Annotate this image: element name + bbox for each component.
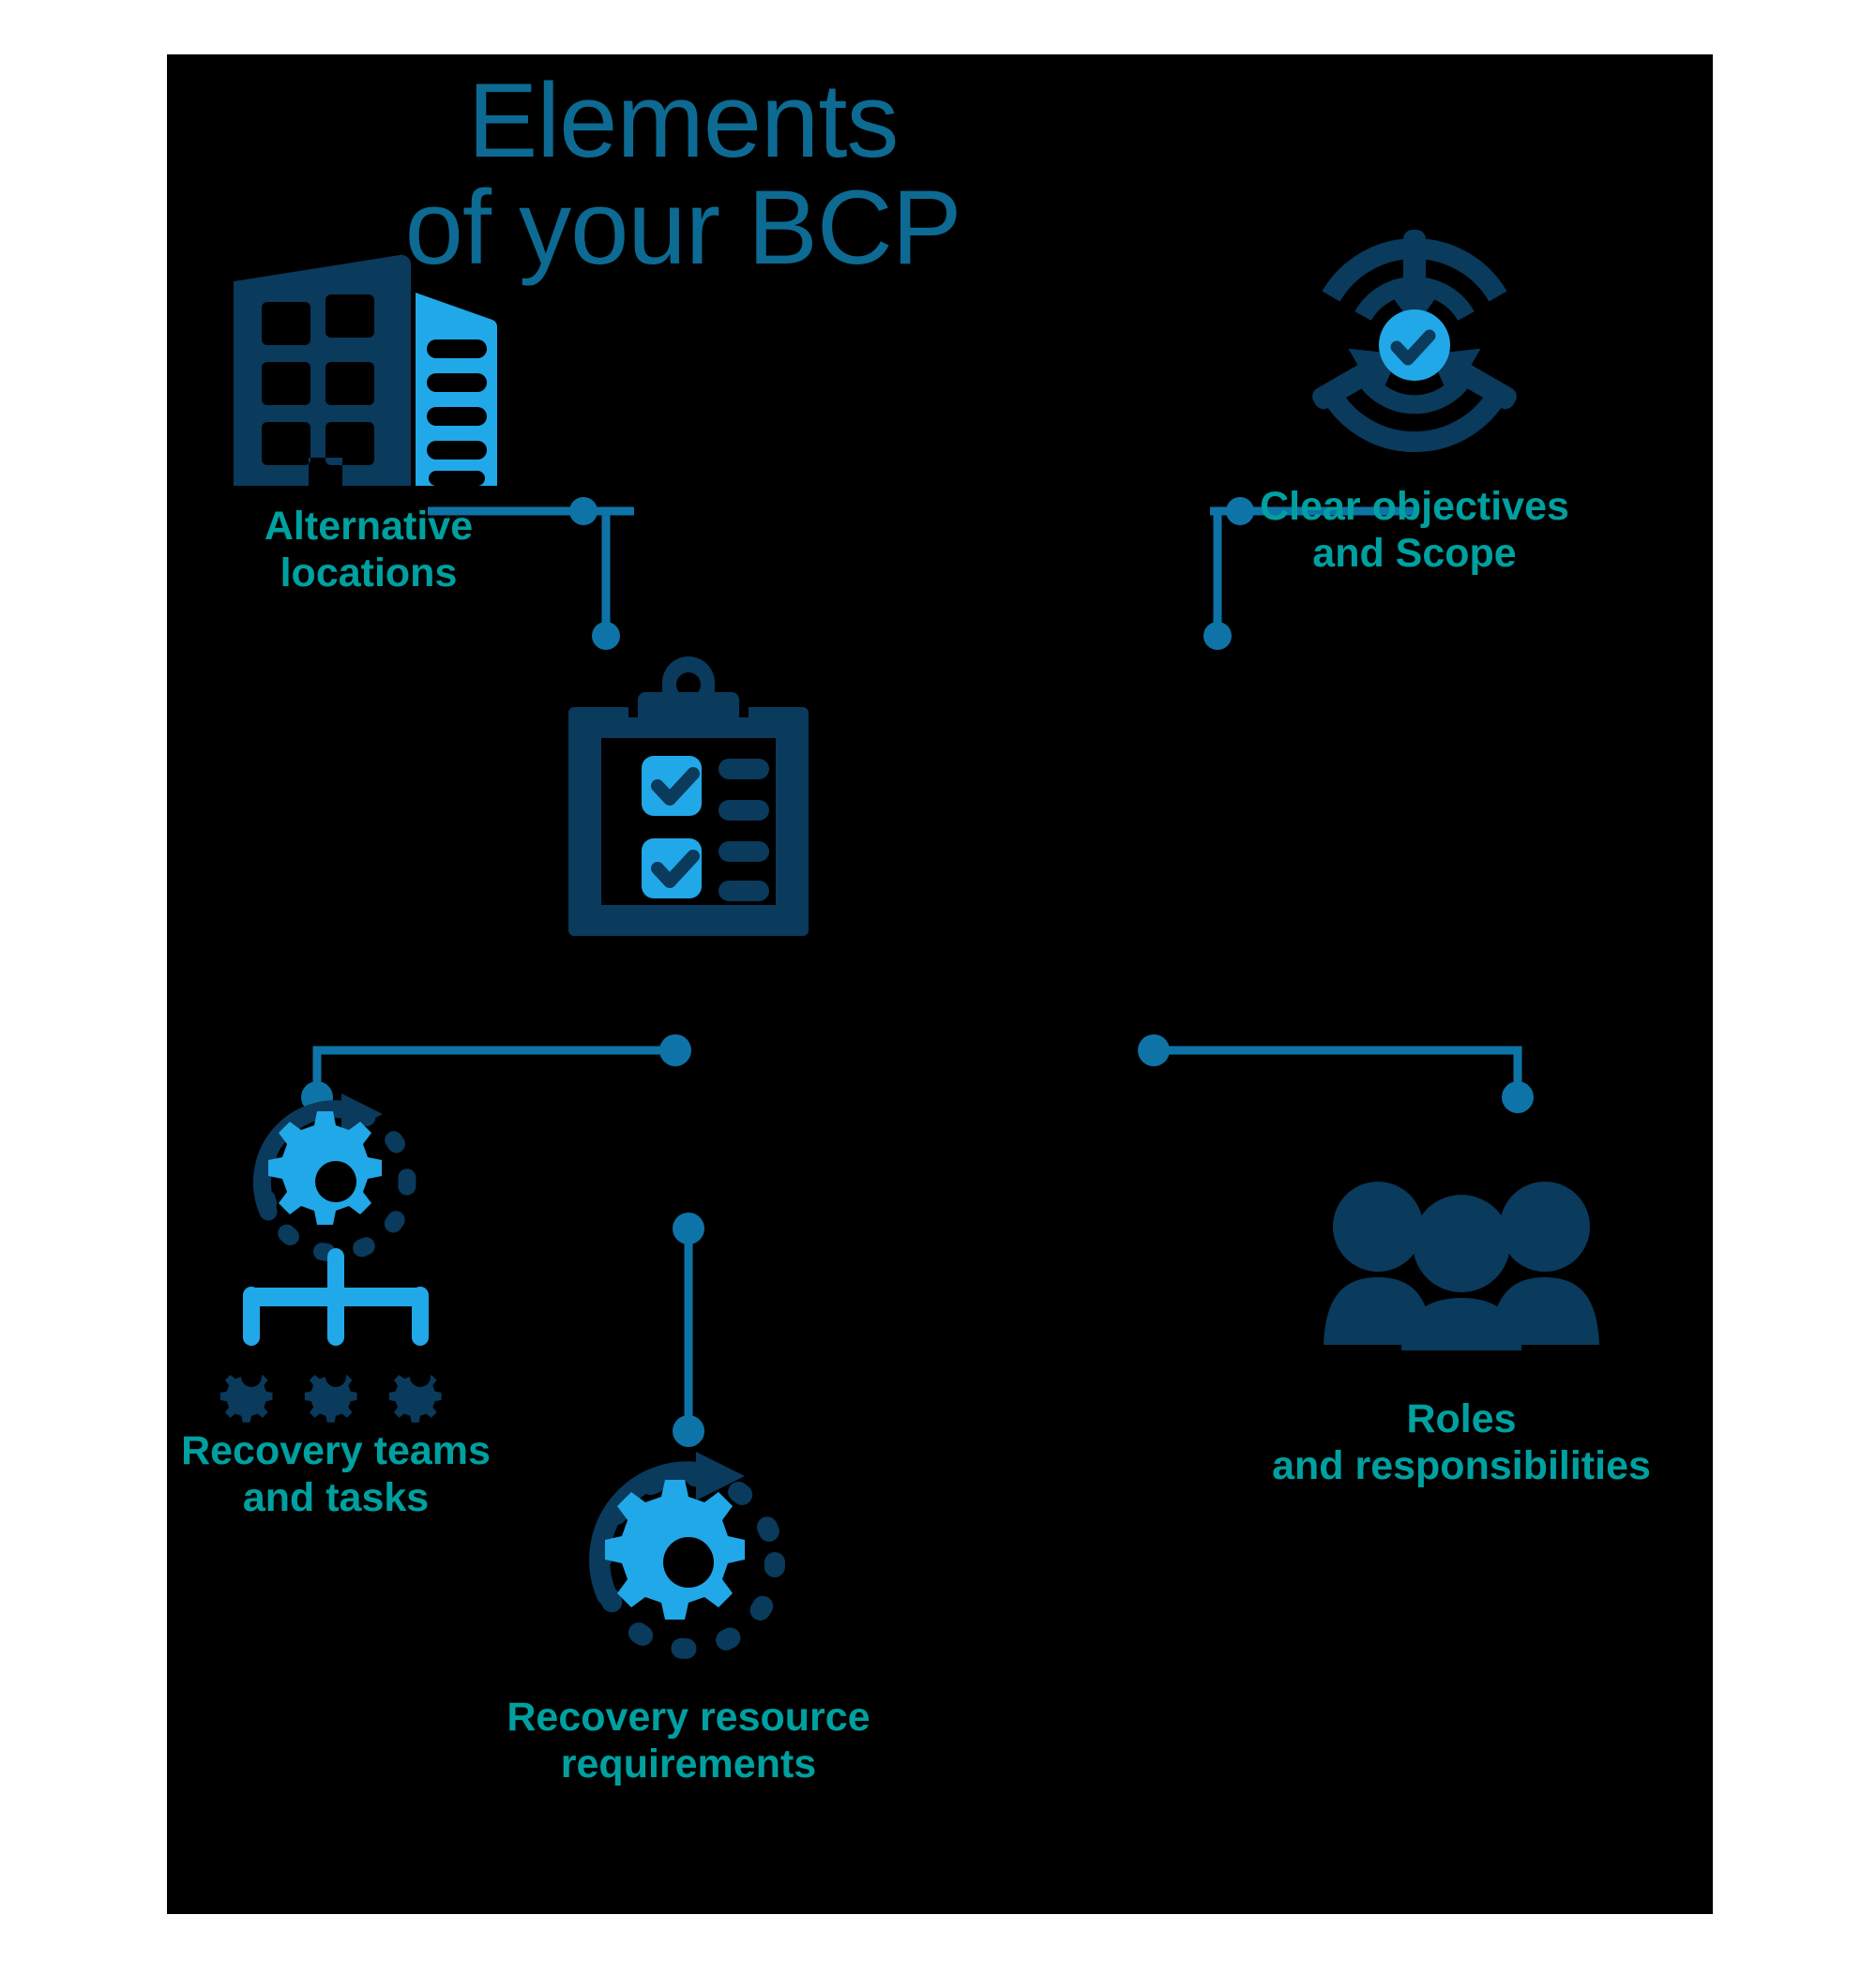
label-roles-line-2: and responsibilities (1272, 1443, 1651, 1489)
gear-cycle-icon (589, 1452, 785, 1659)
label-recovery-teams-line-2: and tasks (242, 1475, 430, 1521)
label-alternative-locations-line-2: locations (280, 550, 458, 596)
node-alternative-locations[interactable]: Alternative locations (158, 233, 580, 597)
label-recovery-resource-line-2: requirements (560, 1741, 817, 1787)
label-recovery-resource-requirements: Recovery resource requirements (482, 1694, 895, 1788)
node-recovery-resource-requirements[interactable]: Recovery resource requirements (482, 1442, 895, 1788)
page-title: Elements of your BCP (167, 67, 1199, 287)
label-alternative-locations: Alternative locations (158, 503, 580, 597)
office-buildings-icon (234, 254, 498, 486)
label-recovery-teams-line-1: Recovery teams (181, 1428, 491, 1473)
label-clear-objectives-and-scope: Clear objectives and Scope (1199, 483, 1630, 578)
label-roles-and-responsibilities: Roles and responsibilities (1180, 1395, 1743, 1490)
connector-recovery-resources (673, 1213, 704, 1447)
clipboard-checklist-icon (568, 656, 809, 936)
gear-hierarchy-icon (219, 1093, 442, 1423)
target-objective-icon (1312, 230, 1517, 453)
connector-top-left-segment (428, 506, 634, 516)
label-alternative-locations-line-1: Alternative (264, 504, 474, 549)
node-clear-objectives-and-scope[interactable]: Clear objectives and Scope (1199, 228, 1630, 578)
label-recovery-teams-and-tasks: Recovery teams and tasks (129, 1427, 542, 1522)
node-recovery-teams-and-tasks[interactable]: Recovery teams and tasks (129, 1093, 542, 1522)
label-roles-line-1: Roles (1406, 1396, 1517, 1441)
label-clear-objectives-line-1: Clear objectives (1260, 484, 1569, 529)
node-bcp-document[interactable] (568, 655, 809, 936)
page-title-line-1: Elements (467, 62, 900, 179)
page-title-line-2: of your BCP (404, 169, 962, 287)
connector-roles-responsibilities (1138, 1034, 1534, 1113)
connector-top-right-segment (1210, 506, 1416, 516)
label-clear-objectives-line-2: and Scope (1312, 531, 1517, 577)
people-group-icon (1324, 1182, 1599, 1350)
node-roles-and-responsibilities[interactable]: Roles and responsibilities (1180, 1161, 1743, 1490)
infographic-canvas: Elements of your BCP (167, 54, 1713, 1914)
label-recovery-resource-line-1: Recovery resource (507, 1695, 870, 1740)
